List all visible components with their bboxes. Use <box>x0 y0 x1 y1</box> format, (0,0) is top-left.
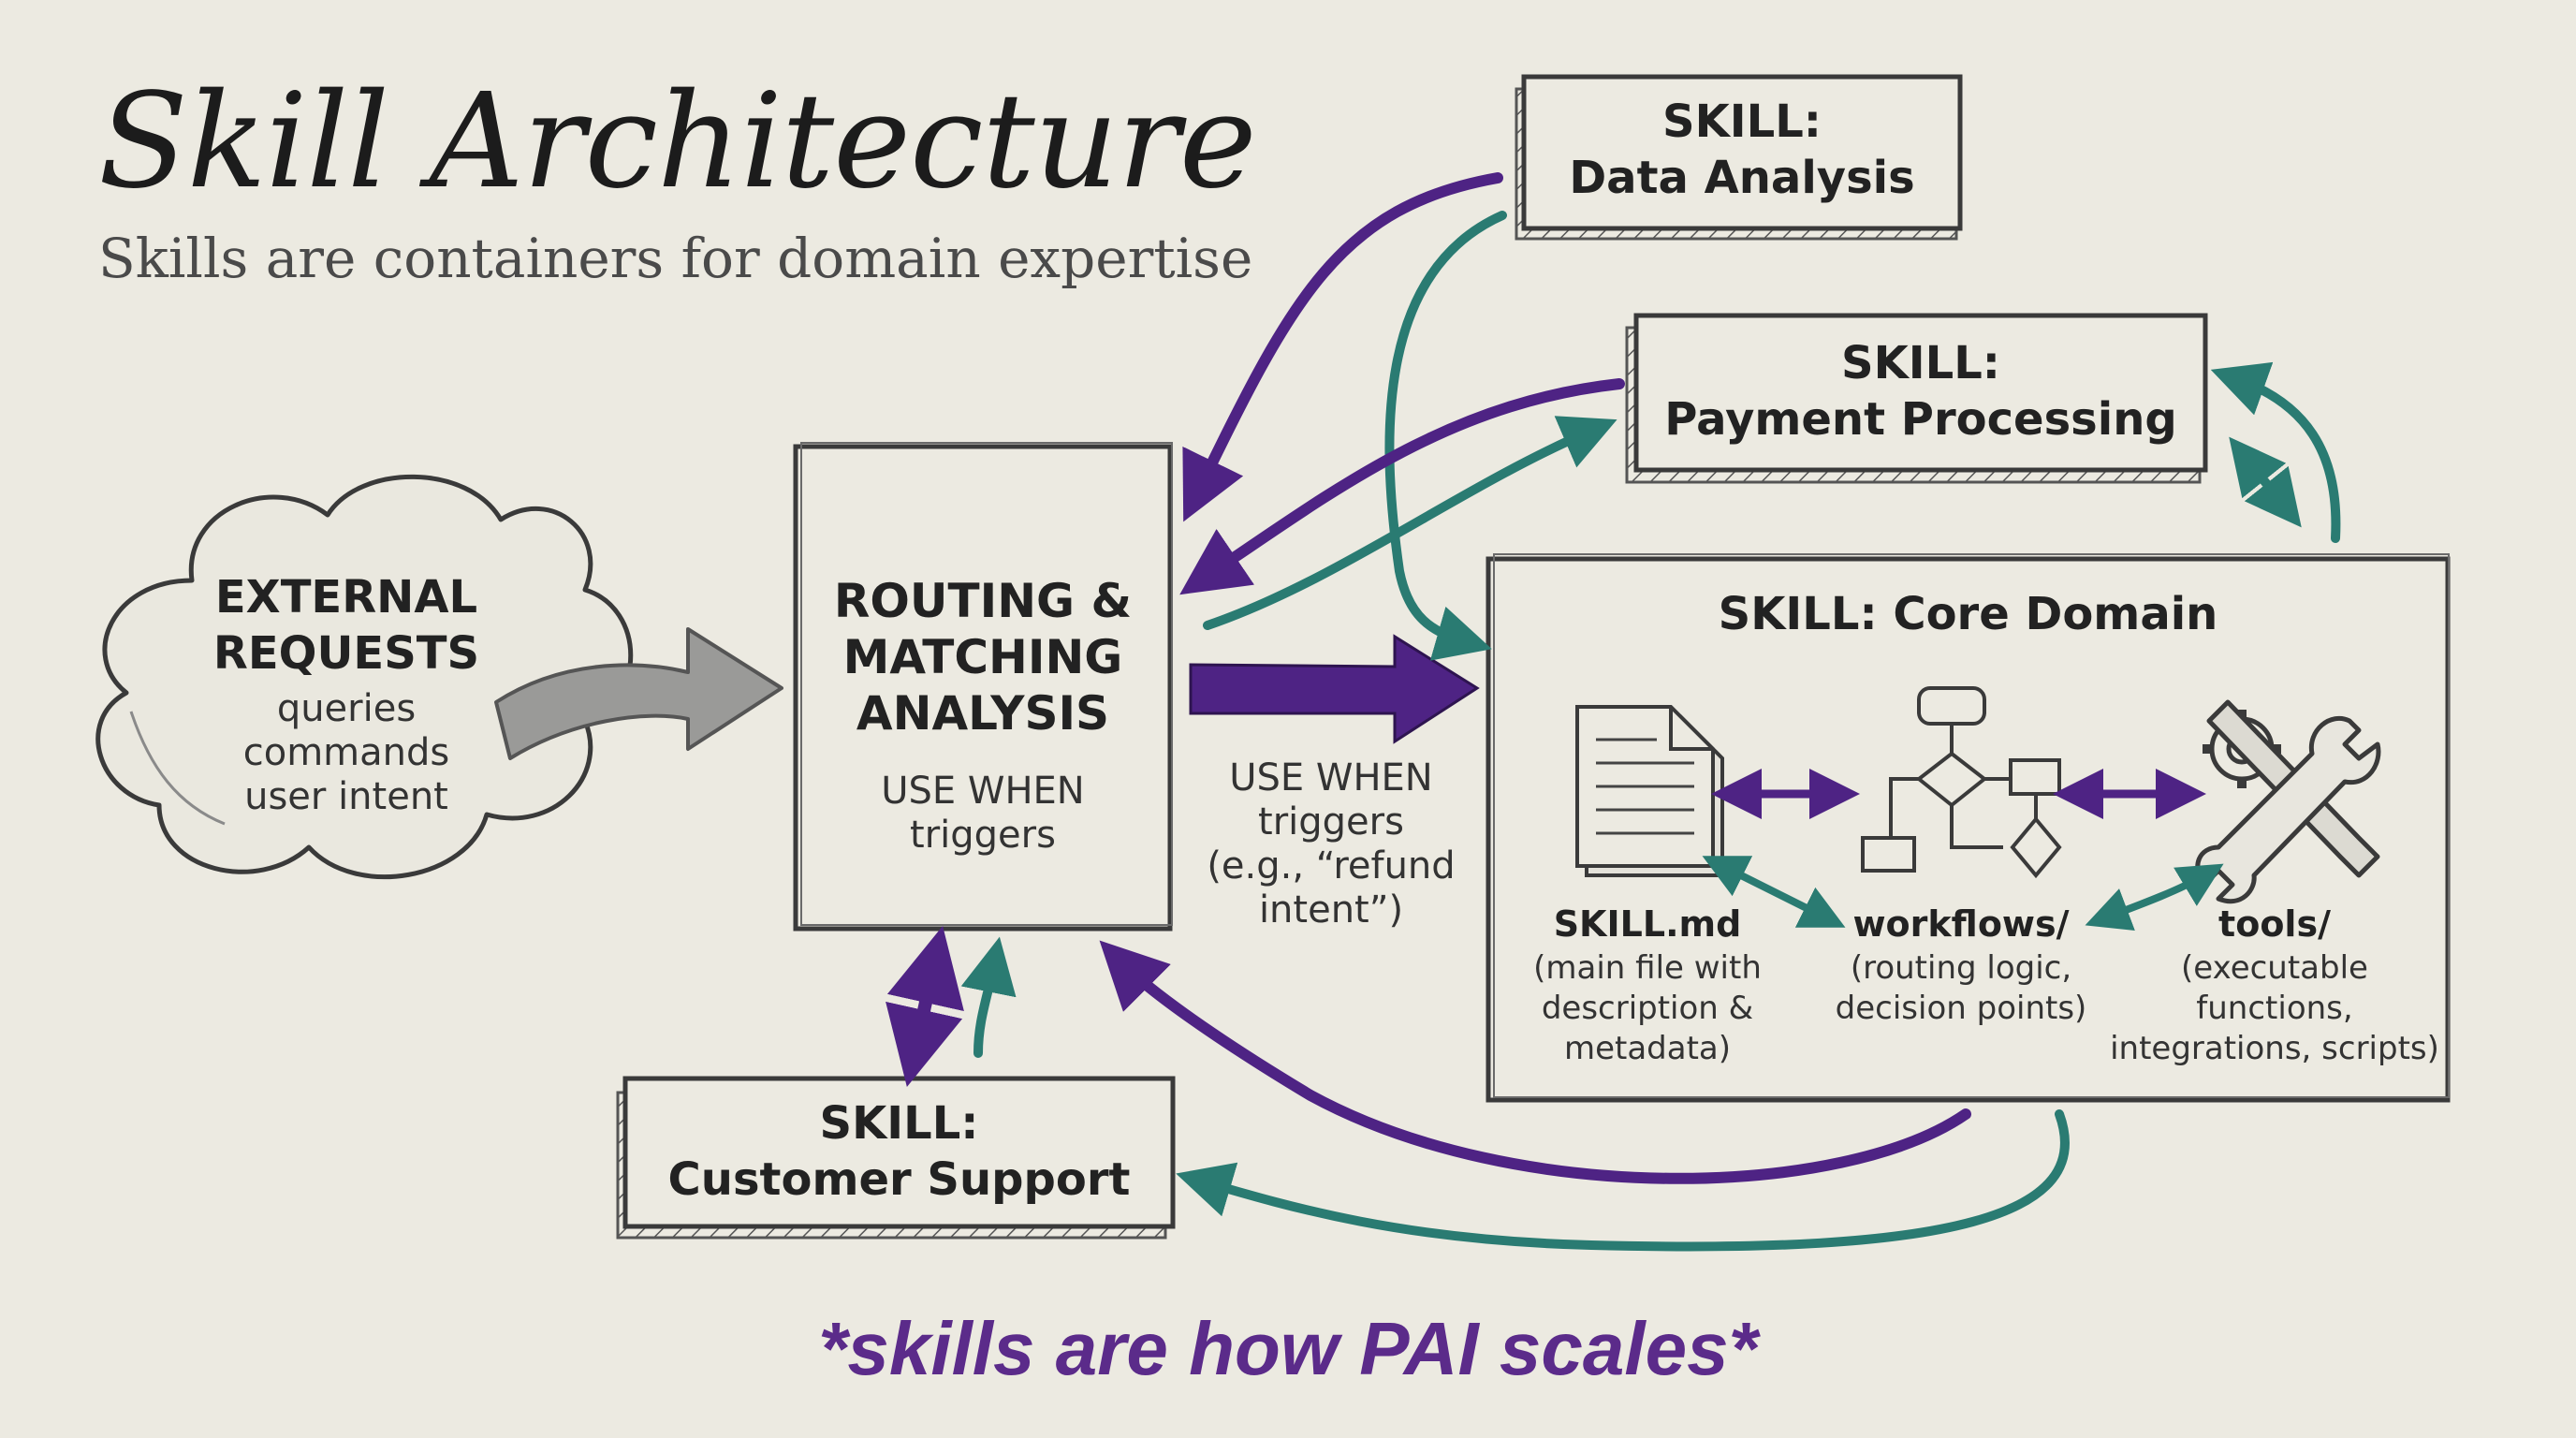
external-item: queries <box>276 687 417 730</box>
page-subtitle: Skills are containers for domain experti… <box>98 227 1253 290</box>
page-title: Skill Architecture <box>98 66 1257 218</box>
external-requests-cloud <box>95 474 634 880</box>
footer-tagline: *skills are how PAI scales* <box>818 1307 1758 1390</box>
request-flow-arrow <box>494 627 783 760</box>
tools-label: tools/ (executable functions, integratio… <box>2110 903 2439 1067</box>
external-item: commands <box>242 731 450 774</box>
customer-support-label: SKILL: Customer Support <box>667 1097 1131 1206</box>
external-item: user intent <box>244 775 448 818</box>
customer-support-box <box>622 1076 1176 1229</box>
data-analysis-box <box>1521 74 1963 231</box>
payment-processing-label: SKILL: Payment Processing <box>1664 337 2177 446</box>
skill-md-label: SKILL.md (main file with description & m… <box>1533 903 1762 1067</box>
payment-processing-box <box>1633 313 2208 473</box>
routing-box <box>793 444 1173 932</box>
routing-label: ROUTING & MATCHING ANALYSIS USE WHEN tri… <box>833 574 1133 857</box>
document-icon <box>1575 705 1724 877</box>
flowchart-icon <box>1861 686 2062 879</box>
tools-icon <box>2195 699 2381 904</box>
trigger-note: USE WHEN triggers (e.g., “refund intent”… <box>1207 756 1456 932</box>
external-requests-label: EXTERNAL REQUESTS queries commands user … <box>168 569 524 819</box>
routing-to-core-arrow <box>1189 634 1480 744</box>
core-domain-title: SKILL: Core Domain <box>1718 588 2218 640</box>
data-analysis-label: SKILL: Data Analysis <box>1569 95 1915 204</box>
workflows-label: workflows/ (routing logic, decision poin… <box>1835 903 2087 1027</box>
